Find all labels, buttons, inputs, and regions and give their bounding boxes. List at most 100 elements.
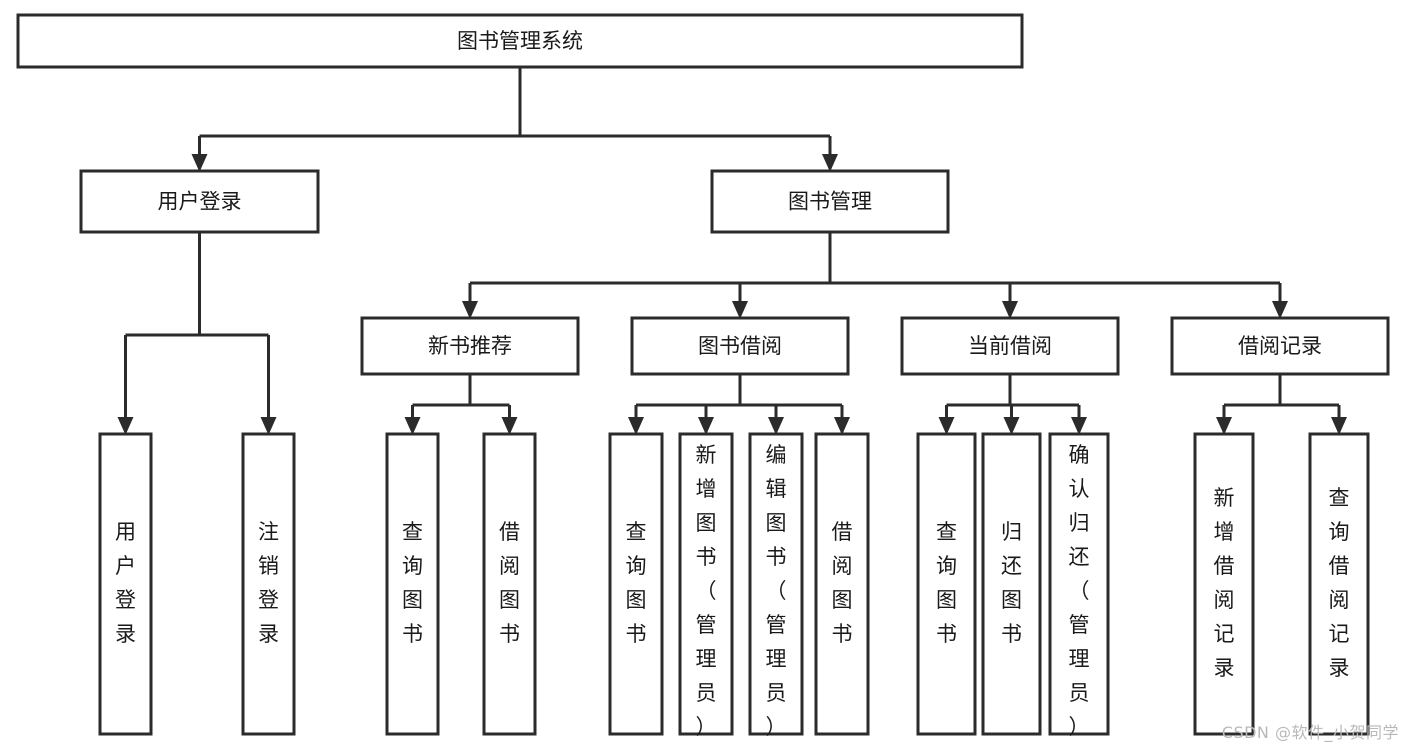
node-box[interactable] xyxy=(1308,432,1370,736)
csdn-watermark: CSDN @软件_小贺同学 xyxy=(1221,723,1399,742)
node-label-char: 查 xyxy=(626,520,647,544)
node-label: 图书借阅 xyxy=(698,334,782,358)
node-borrow[interactable]: 图书借阅 xyxy=(630,316,850,376)
node-label-char: 录 xyxy=(258,622,279,646)
node-label-char: 辑 xyxy=(766,477,787,501)
node-label-char: 查 xyxy=(936,520,957,544)
node-box[interactable] xyxy=(814,432,870,736)
node-label-char: （ xyxy=(696,579,717,603)
node-label-char: 新 xyxy=(1214,486,1235,510)
node-box[interactable] xyxy=(241,432,296,736)
node-label-char: 确 xyxy=(1069,443,1090,467)
node-label-char: 图 xyxy=(499,588,520,612)
node-label-char: 还 xyxy=(1001,554,1022,578)
node-l1[interactable]: 用户登录 xyxy=(98,432,153,736)
node-newbook[interactable]: 新书推荐 xyxy=(360,316,580,376)
node-current[interactable]: 当前借阅 xyxy=(900,316,1120,376)
node-label-char: 询 xyxy=(402,554,423,578)
node-label-char: 管 xyxy=(766,613,787,637)
node-box[interactable] xyxy=(748,432,804,736)
node-label-char: 认 xyxy=(1069,477,1090,501)
node-box[interactable] xyxy=(678,432,734,736)
node-label-char: 记 xyxy=(1329,622,1350,646)
node-box[interactable] xyxy=(1048,432,1110,736)
node-root[interactable]: 图书管理系统 xyxy=(16,13,1024,69)
node-label-char: 编 xyxy=(766,443,787,467)
edge-group-records xyxy=(1216,374,1347,435)
node-box[interactable] xyxy=(630,316,850,376)
node-label-char: （ xyxy=(766,579,787,603)
node-label-char: 理 xyxy=(1069,647,1090,671)
node-label-char: 询 xyxy=(626,554,647,578)
edge-group-borrow xyxy=(628,374,850,435)
node-label-char: 书 xyxy=(936,622,957,646)
node-bookmgr[interactable]: 图书管理 xyxy=(710,169,950,234)
node-label-char: 还 xyxy=(1069,545,1090,569)
node-records[interactable]: 借阅记录 xyxy=(1170,316,1390,376)
node-label-char: 阅 xyxy=(1214,588,1235,612)
node-label-char: 登 xyxy=(258,588,279,612)
node-label-char: 书 xyxy=(1001,622,1022,646)
node-label-char: （ xyxy=(1069,579,1090,603)
node-label-char: 借 xyxy=(832,520,853,544)
node-box[interactable] xyxy=(916,432,977,736)
node-login[interactable]: 用户登录 xyxy=(79,169,320,234)
node-box[interactable] xyxy=(710,169,950,234)
node-label-char: 新 xyxy=(696,443,717,467)
node-box[interactable] xyxy=(900,316,1120,376)
node-label: 图书管理 xyxy=(788,190,872,214)
node-label-char: 图 xyxy=(832,588,853,612)
node-box[interactable] xyxy=(981,432,1042,736)
node-label-char: 图 xyxy=(766,511,787,535)
node-label-char: ） xyxy=(766,715,787,739)
node-box[interactable] xyxy=(16,13,1024,69)
edge-group-newbook xyxy=(404,374,518,435)
node-label-char: 询 xyxy=(1329,520,1350,544)
node-label-char: ） xyxy=(1069,715,1090,739)
node-label-char: 管 xyxy=(696,613,717,637)
node-box[interactable] xyxy=(1193,432,1255,736)
node-label-char: 图 xyxy=(1001,588,1022,612)
node-label-char: 销 xyxy=(258,554,279,578)
node-label-char: 书 xyxy=(402,622,423,646)
node-box[interactable] xyxy=(360,316,580,376)
node-label-char: 员 xyxy=(1069,681,1090,705)
node-label-char: 书 xyxy=(499,622,520,646)
node-label-char: 借 xyxy=(499,520,520,544)
node-box[interactable] xyxy=(608,432,664,736)
node-label-char: 归 xyxy=(1001,520,1022,544)
node-label-char: 增 xyxy=(1214,520,1235,544)
node-box[interactable] xyxy=(1170,316,1390,376)
node-label-char: 归 xyxy=(1069,511,1090,535)
node-label-char: 书 xyxy=(626,622,647,646)
node-label: 用户登录 xyxy=(158,190,242,214)
node-label-char: 询 xyxy=(936,554,957,578)
node-label-char: 阅 xyxy=(1329,588,1350,612)
node-label-char: 书 xyxy=(696,545,717,569)
node-label: 新书推荐 xyxy=(428,334,512,358)
node-box[interactable] xyxy=(79,169,320,234)
node-label-char: 录 xyxy=(1329,656,1350,680)
edge-group-root xyxy=(191,67,838,172)
node-label-char: 阅 xyxy=(499,554,520,578)
node-box[interactable] xyxy=(385,432,440,736)
node-label: 借阅记录 xyxy=(1238,334,1322,358)
node-label: 当前借阅 xyxy=(968,334,1052,358)
edge-group-login xyxy=(117,232,277,435)
node-label-char: 查 xyxy=(402,520,423,544)
node-box[interactable] xyxy=(482,432,537,736)
node-box[interactable] xyxy=(98,432,153,736)
